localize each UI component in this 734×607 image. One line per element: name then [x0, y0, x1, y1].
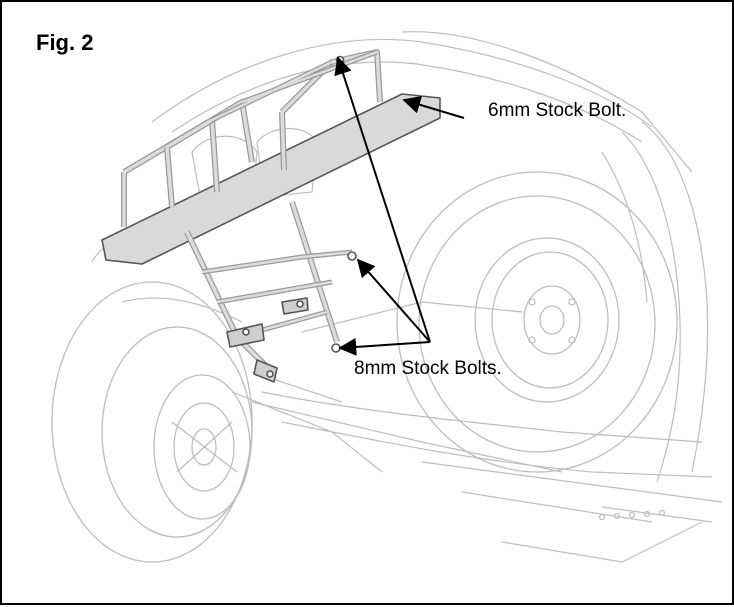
- callout-arrows: [334, 56, 465, 356]
- arrow-8mm-mid: [356, 258, 431, 343]
- callout-8mm-stock-bolts: 8mm Stock Bolts.: [354, 358, 502, 379]
- tire-left: [51, 281, 253, 563]
- figure-label: Fig. 2: [36, 30, 94, 55]
- tire-right: [396, 171, 678, 473]
- cargo-rack: [101, 49, 441, 383]
- arrow-6mm-bolt: [402, 96, 465, 119]
- arrow-8mm-top: [334, 56, 431, 343]
- callout-6mm-stock-bolt: 6mm Stock Bolt.: [488, 100, 627, 121]
- arrow-8mm-low: [338, 337, 431, 356]
